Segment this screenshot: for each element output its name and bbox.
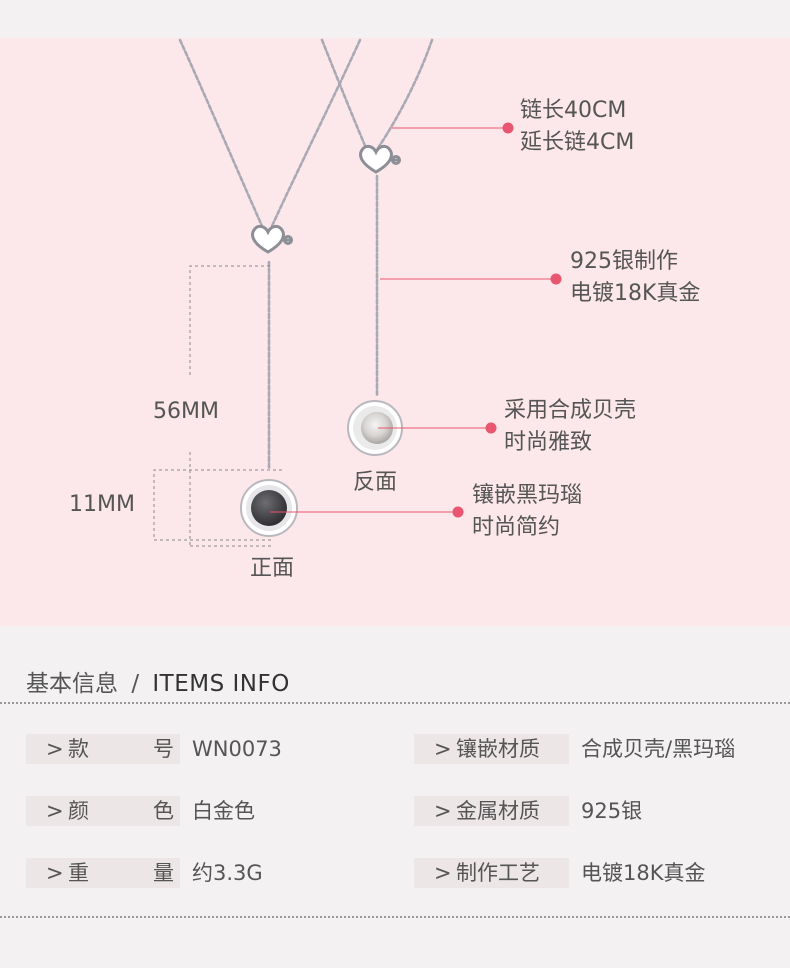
callout-shell: 采用合成贝壳 时尚雅致 [504,395,636,459]
spec-label-char: 款 [68,737,89,761]
spec-label-tag: > 款 号 [26,734,180,764]
spec-label-tag: > 金属材质 [414,796,569,826]
pendant-back-shell [347,400,403,456]
spec-value: 925银 [581,799,643,823]
callout-dots [452,122,562,518]
dimension-drop-label: 56MM [153,399,219,424]
callout-agate-line2: 时尚简约 [472,515,561,540]
top-band [0,0,790,38]
callout-leaders [270,127,556,513]
heart-clasp-front [251,224,293,254]
callout-shell-line1: 采用合成贝壳 [504,398,637,423]
callout-agate-line1: 镶嵌黑玛瑙 [472,483,583,508]
pendant-front-label: 正面 [250,556,295,581]
section-divider-top [0,702,790,704]
section-divider-bottom [0,916,790,918]
callout-chain-line2: 延长链4CM [520,130,635,155]
section-title-cn: 基本信息 [26,671,118,697]
callout-shell-line2: 时尚雅致 [504,430,593,455]
callout-material: 925银制作 电镀18K真金 [570,246,700,310]
spec-label-tag: > 制作工艺 [414,858,569,888]
chevron-right-icon: > [434,737,452,761]
product-illustration-panel [0,38,790,626]
section-title-en: ITEMS INFO [152,671,290,697]
spec-value: 电镀18K真金 [581,861,706,885]
chevron-right-icon: > [434,861,452,885]
section-title: 基本信息 / ITEMS INFO [26,664,290,698]
spec-label-char: 量 [153,861,174,885]
spec-value: 约3.3G [192,861,263,885]
spec-label-char: 号 [153,737,174,761]
section-title-separator: / [131,671,140,697]
spec-value: 合成贝壳/黑玛瑙 [581,737,736,761]
spec-label: 镶嵌材质 [456,737,540,761]
pendant-back-label: 反面 [353,470,398,495]
spec-label: 金属材质 [456,799,540,823]
callout-chain-line1: 链长40CM [520,98,627,123]
chevron-right-icon: > [46,861,64,885]
spec-value: WN0073 [192,737,282,761]
pendant-front-agate [240,479,298,537]
heart-clasp-back [359,144,401,174]
spec-label: 制作工艺 [456,861,540,885]
necklace-chain [178,38,434,472]
dimension-lines [153,265,282,547]
callout-material-line2: 电镀18K真金 [570,281,701,306]
dimension-pendant-label: 11MM [69,492,135,517]
callout-agate: 镶嵌黑玛瑙 时尚简约 [472,480,582,544]
spec-label-tag: > 重 量 [26,858,180,888]
chevron-right-icon: > [434,799,452,823]
chevron-right-icon: > [46,737,64,761]
chevron-right-icon: > [46,799,64,823]
callout-material-line1: 925银制作 [570,249,678,274]
spec-value: 白金色 [192,799,255,823]
spec-label-char: 色 [153,799,174,823]
necklace-illustration [153,38,562,547]
spec-label-tag: > 镶嵌材质 [414,734,569,764]
spec-label-char: 重 [68,861,89,885]
spec-label-char: 颜 [68,799,89,823]
spec-label-tag: > 颜 色 [26,796,180,826]
callout-chain-length: 链长40CM 延长链4CM [520,95,634,159]
